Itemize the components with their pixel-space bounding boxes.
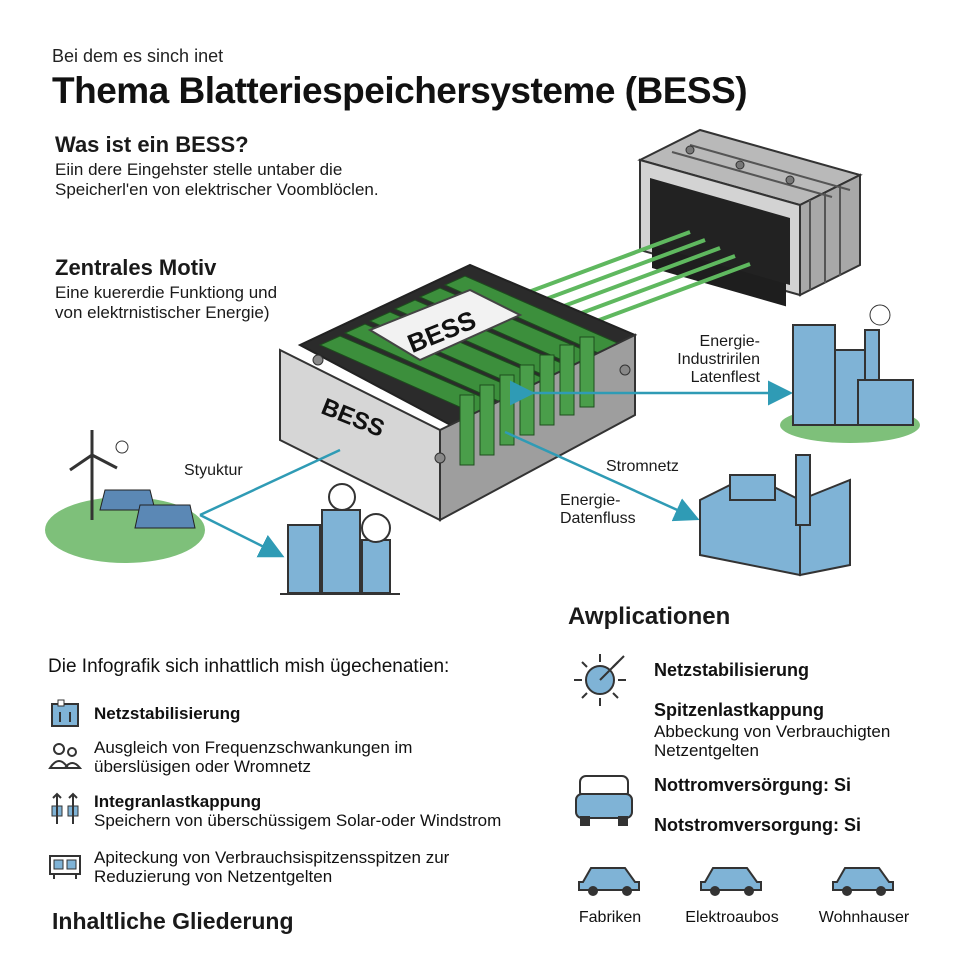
list-item-line2: überslüsigen oder Wromnetz (94, 757, 312, 776)
vehicle-wohnhauser: Wohnhauser (804, 858, 924, 927)
content-intro: Die Infografik sich inhattlich mish ügec… (48, 656, 450, 677)
list-item-text: Integranlastkappung Speichern von übersc… (94, 792, 501, 830)
list-item: Ausgleich von Frequenzschwankungen im üb… (48, 738, 412, 776)
central-text: Eine kuererdie Funktiong und von elektrn… (55, 283, 277, 323)
app-nottrom: Nottromversörgung: Si (654, 775, 852, 795)
energy-flow-arrows (199, 380, 793, 558)
list-item-text: Ausgleich von Frequenzschwankungen im üb… (94, 738, 412, 776)
structure-heading: Inhaltliche Gliederung (52, 908, 294, 934)
vehicle-caption: Elektroaubos (685, 909, 779, 926)
grid-sun-icon (574, 654, 626, 706)
list-item-text: Apiteckung von Verbrauchsispitzensspitze… (94, 848, 449, 886)
app-spitzenlast-line2: Netzentgelten (654, 741, 759, 760)
page-title: Thema Blatteriespeichersysteme (BESS) (52, 70, 748, 111)
city-illustration (280, 483, 400, 595)
stromnetz-label: Stromnetz (606, 458, 679, 475)
battery-module-illustration (637, 128, 863, 307)
energie-industry-line1: Energie- (699, 333, 760, 350)
vehicle-fabriken: Fabriken (550, 858, 670, 927)
car-icon (832, 867, 894, 896)
app-notstrom: Notstromversorgung: Si (654, 815, 862, 835)
energie-industry-line2: Industririlen (677, 351, 760, 368)
list-item-title: Netzstabilisierung (94, 704, 241, 723)
list-item-line2: Reduzierung von Netzentgelten (94, 867, 333, 886)
list-item: Integranlastkappung Speichern von übersc… (48, 792, 501, 830)
central-line1: Eine kuererdie Funktiong und (55, 283, 278, 302)
vehicle-front-icon (575, 775, 633, 826)
applications-heading: Awplicationen (568, 603, 731, 630)
energie-industry-label: Energie- Industririlen Latenflest (664, 333, 760, 387)
datenfluss-line1: Energie- (560, 492, 621, 509)
app-spitzenlast-line1: Abbeckung von Verbrauchigten (654, 722, 891, 741)
datenfluss-line2: Datenfluss (560, 510, 636, 527)
what-is-line1: Eiin dere Eingehster stelle untaber die (55, 160, 343, 179)
vehicle-caption: Fabriken (578, 909, 642, 926)
list-item: Apiteckung von Verbrauchsispitzensspitze… (48, 848, 449, 886)
app-spitzenlast-title: Spitzenlastkappung (654, 700, 825, 720)
struktur-label: Styuktur (184, 462, 243, 479)
central-heading: Zentrales Motiv (55, 255, 217, 280)
people-icon (48, 743, 83, 769)
what-is-heading: Was ist ein BESS? (55, 132, 249, 157)
intro-text: Bei dem es sinch inet (52, 46, 224, 66)
vehicle-caption: Wohnhauser (818, 909, 910, 926)
list-item-title: Integranlastkappung (94, 792, 262, 811)
central-line2: von elektrnistischer Energie) (55, 303, 270, 322)
what-is-text: Eiin dere Eingehster stelle untaber die … (55, 160, 379, 200)
battery-panel-icon (51, 699, 79, 727)
bess-diagram: BESS BESS (45, 128, 920, 595)
car-icon (700, 867, 762, 896)
app-netzstabilisierung: Netzstabilisierung (654, 660, 810, 680)
list-item-line1: Speichern von überschüssigem Solar-oder … (94, 811, 502, 830)
list-item-line1: Apiteckung von Verbrauchsispitzensspitze… (94, 848, 450, 867)
app-spitzenlast-text: Abbeckung von Verbrauchigten Netzentgelt… (654, 722, 890, 760)
arrows-up-icon (51, 792, 79, 824)
list-item: Netzstabilisierung (48, 698, 240, 732)
storage-units-icon (49, 855, 81, 879)
datenfluss-label: Energie- Datenfluss (560, 492, 636, 528)
renewables-illustration (45, 430, 205, 563)
industry-illustration (780, 304, 920, 443)
vehicle-elektroautos: Elektroaubos (672, 858, 792, 927)
list-item-line1: Ausgleich von Frequenzschwankungen im (94, 738, 413, 757)
what-is-line2: Speicherl'en von elektrischer Voomblöcle… (55, 180, 379, 199)
energie-industry-line3: Latenflest (690, 369, 760, 386)
factory-illustration (699, 454, 851, 577)
car-icon (578, 867, 640, 896)
